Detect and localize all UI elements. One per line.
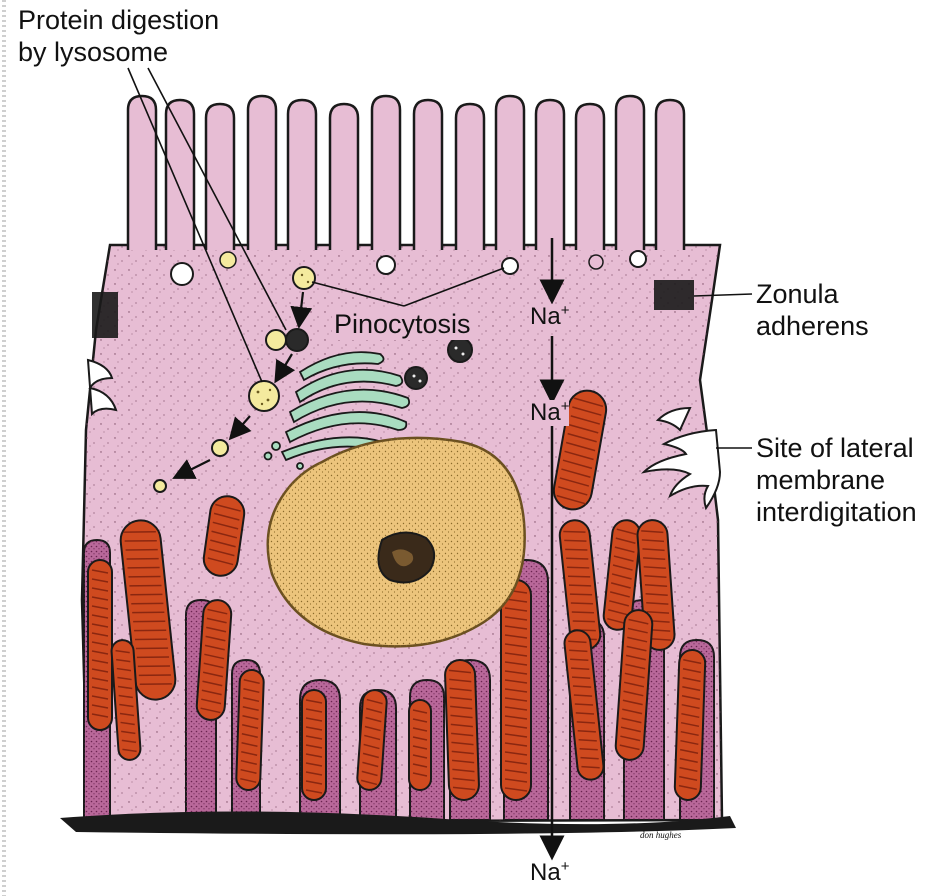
sodium-label-apical: Na+ (530, 304, 569, 330)
microvillus (414, 100, 442, 250)
zonula-adherens-label-line1: Zonula (756, 278, 839, 310)
microvillus (128, 96, 156, 250)
microvillus (616, 96, 644, 250)
microvillus (536, 100, 564, 250)
microvillus (206, 104, 234, 250)
microvillus (656, 100, 684, 250)
microvillus (372, 96, 400, 250)
microvillus (166, 100, 194, 250)
microvillus (576, 104, 604, 250)
microvillus (248, 96, 276, 250)
microvillus (496, 96, 524, 250)
site-interdigitation-label-line3: interdigitation (756, 496, 917, 528)
sodium-label-middle: Na+ (530, 400, 569, 426)
mitochondrion (674, 650, 705, 801)
microvillus (456, 104, 484, 250)
artist-signature: don hughes (640, 830, 682, 840)
zonula-adherens-label-line2: adherens (756, 310, 869, 342)
protein-digestion-label-line2: by lysosome (18, 36, 168, 68)
mitochondrion (236, 670, 264, 791)
microvilli-brush-border (128, 96, 684, 250)
protein-digestion-label-line1: Protein digestion (18, 4, 219, 36)
microvillus (330, 104, 358, 250)
microvillus (288, 100, 316, 250)
pinocytosis-label: Pinocytosis (332, 308, 473, 340)
site-interdigitation-label-line1: Site of lateral (756, 432, 914, 464)
mitochondrion (409, 700, 431, 790)
site-interdigitation-label-line2: membrane (756, 464, 885, 496)
sodium-label-basal: Na+ (530, 860, 569, 886)
mitochondrion (88, 560, 112, 730)
nucleolus (378, 532, 434, 582)
mitochondrion (445, 660, 480, 801)
mitochondrion (501, 580, 531, 800)
mitochondrion (302, 690, 326, 800)
